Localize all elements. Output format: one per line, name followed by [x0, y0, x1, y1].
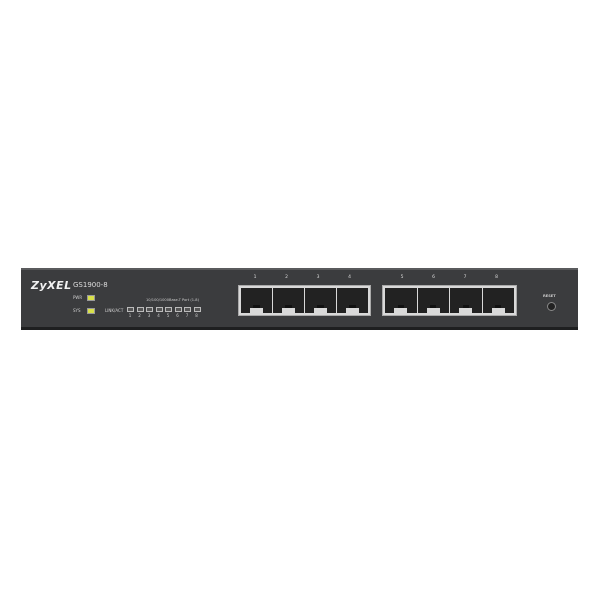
ethernet-port-7[interactable] [450, 288, 482, 313]
network-switch: ZyXEL GS1900-8 PWR SYS 10/100/1000Base-T… [21, 268, 578, 330]
port-number: 6 [432, 275, 435, 280]
ethernet-port-2[interactable] [273, 288, 304, 313]
port-number: 1 [253, 275, 257, 280]
reset-button[interactable] [547, 302, 556, 311]
port-led-3 [146, 307, 153, 312]
port-led-6 [174, 307, 182, 312]
port-number: 4 [348, 275, 351, 280]
model-label: GS1900-8 [73, 281, 108, 289]
port-group-5-8 [382, 285, 517, 316]
port-led-4 [155, 307, 163, 312]
reset-label: RESET [543, 294, 556, 298]
port-led-number: 6 [176, 313, 179, 318]
port-number: 3 [316, 275, 320, 280]
port-header: 10/100/1000Base-T Port (1-8) [146, 298, 199, 302]
port-led-number: 3 [147, 313, 151, 318]
brand-logo: ZyXEL [31, 279, 72, 292]
ethernet-port-1[interactable] [241, 288, 272, 313]
port-number: 7 [463, 275, 467, 280]
pwr-led [87, 295, 95, 301]
sys-led [87, 308, 95, 314]
port-led-5 [165, 307, 172, 312]
port-led-8 [193, 307, 201, 312]
port-led-2 [136, 307, 144, 312]
port-led-number: 5 [166, 313, 170, 318]
sys-label: SYS [73, 308, 81, 313]
port-led-number: 4 [157, 313, 160, 318]
ethernet-port-6[interactable] [417, 288, 449, 313]
pwr-label: PWR [73, 295, 83, 300]
port-number: 5 [400, 275, 404, 280]
port-led-1 [127, 307, 134, 312]
port-group-1-4 [238, 285, 371, 316]
ethernet-port-5[interactable] [385, 288, 417, 313]
ethernet-port-8[interactable] [482, 288, 514, 313]
port-led-number: 2 [138, 313, 141, 318]
port-led-number: 8 [195, 313, 198, 318]
port-number: 8 [495, 275, 498, 280]
port-led-number: 7 [185, 313, 189, 318]
link-act-label: LINK/ACT [105, 308, 124, 313]
ethernet-port-3[interactable] [305, 288, 336, 313]
port-led-number: 1 [128, 313, 132, 318]
ethernet-port-4[interactable] [337, 288, 368, 313]
port-number: 2 [285, 275, 288, 280]
port-led-7 [184, 307, 191, 312]
